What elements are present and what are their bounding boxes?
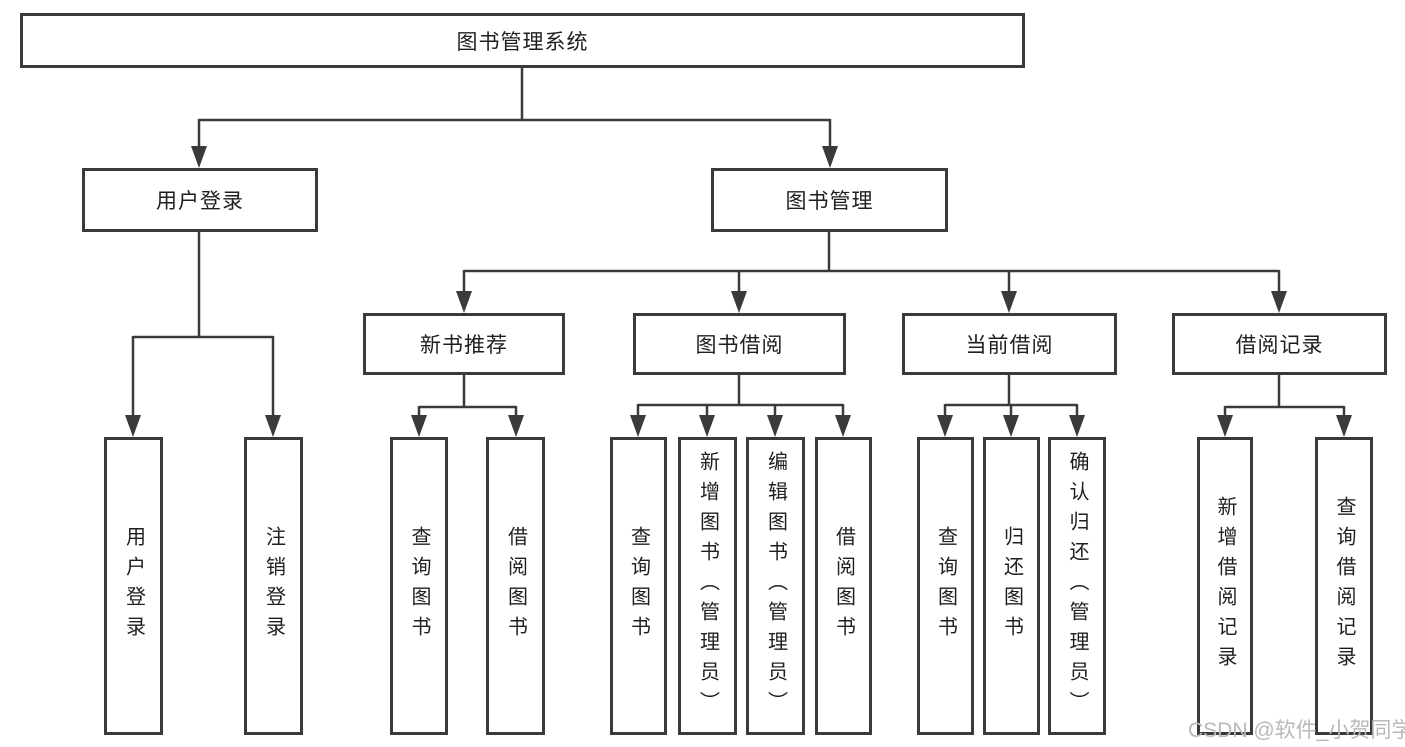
leaf-recommend-query-book-label: 查询图书 bbox=[408, 526, 430, 646]
leaf-borrow-book: 借阅图书 bbox=[815, 437, 872, 735]
leaf-return-book-label: 归还图书 bbox=[1000, 526, 1023, 646]
leaf-return-book: 归还图书 bbox=[983, 437, 1040, 735]
leaf-add-borrow-record-label: 新增借阅记录 bbox=[1214, 496, 1236, 676]
leaf-logout: 注销登录 bbox=[244, 437, 303, 735]
leaf-confirm-return-admin-label: 确认归还（管理员） bbox=[1066, 451, 1088, 721]
leaf-recommend-borrow-book: 借阅图书 bbox=[486, 437, 545, 735]
node-borrow-record-label: 借阅记录 bbox=[1235, 334, 1324, 357]
leaf-logout-label: 注销登录 bbox=[262, 526, 285, 646]
node-user-login-label: 用户登录 bbox=[156, 190, 244, 213]
node-book-borrow-label: 图书借阅 bbox=[695, 334, 784, 357]
leaf-borrow-query-book: 查询图书 bbox=[610, 437, 667, 735]
leaf-query-borrow-record-label: 查询借阅记录 bbox=[1333, 496, 1355, 676]
node-book-borrow: 图书借阅 bbox=[633, 313, 846, 375]
leaf-add-book-admin-label: 新增图书（管理员） bbox=[696, 451, 719, 721]
node-new-book-recommend-label: 新书推荐 bbox=[420, 334, 508, 357]
node-new-book-recommend: 新书推荐 bbox=[363, 313, 565, 375]
leaf-current-query-book: 查询图书 bbox=[917, 437, 974, 735]
leaf-recommend-query-book: 查询图书 bbox=[390, 437, 448, 735]
leaf-edit-book-admin: 编辑图书（管理员） bbox=[746, 437, 805, 735]
leaf-add-borrow-record: 新增借阅记录 bbox=[1197, 437, 1253, 735]
leaf-user-login-label: 用户登录 bbox=[122, 526, 145, 646]
node-book-management-label: 图书管理 bbox=[785, 190, 874, 213]
leaf-query-borrow-record: 查询借阅记录 bbox=[1315, 437, 1373, 735]
leaf-edit-book-admin-label: 编辑图书（管理员） bbox=[764, 451, 787, 721]
leaf-confirm-return-admin: 确认归还（管理员） bbox=[1048, 437, 1106, 735]
leaf-borrow-book-label: 借阅图书 bbox=[832, 526, 855, 646]
leaf-borrow-query-book-label: 查询图书 bbox=[627, 526, 650, 646]
node-root: 图书管理系统 bbox=[20, 13, 1025, 68]
node-current-borrow-label: 当前借阅 bbox=[965, 334, 1054, 357]
node-current-borrow: 当前借阅 bbox=[902, 313, 1117, 375]
node-root-label: 图书管理系统 bbox=[456, 30, 589, 54]
leaf-user-login: 用户登录 bbox=[104, 437, 163, 735]
leaf-add-book-admin: 新增图书（管理员） bbox=[678, 437, 737, 735]
node-user-login: 用户登录 bbox=[82, 168, 318, 232]
node-book-management: 图书管理 bbox=[711, 168, 948, 232]
node-borrow-record: 借阅记录 bbox=[1172, 313, 1387, 375]
csdn-watermark: CSDN @软件_小贺同学 bbox=[1188, 719, 1405, 742]
leaf-current-query-book-label: 查询图书 bbox=[934, 526, 957, 646]
leaf-recommend-borrow-book-label: 借阅图书 bbox=[504, 526, 527, 646]
